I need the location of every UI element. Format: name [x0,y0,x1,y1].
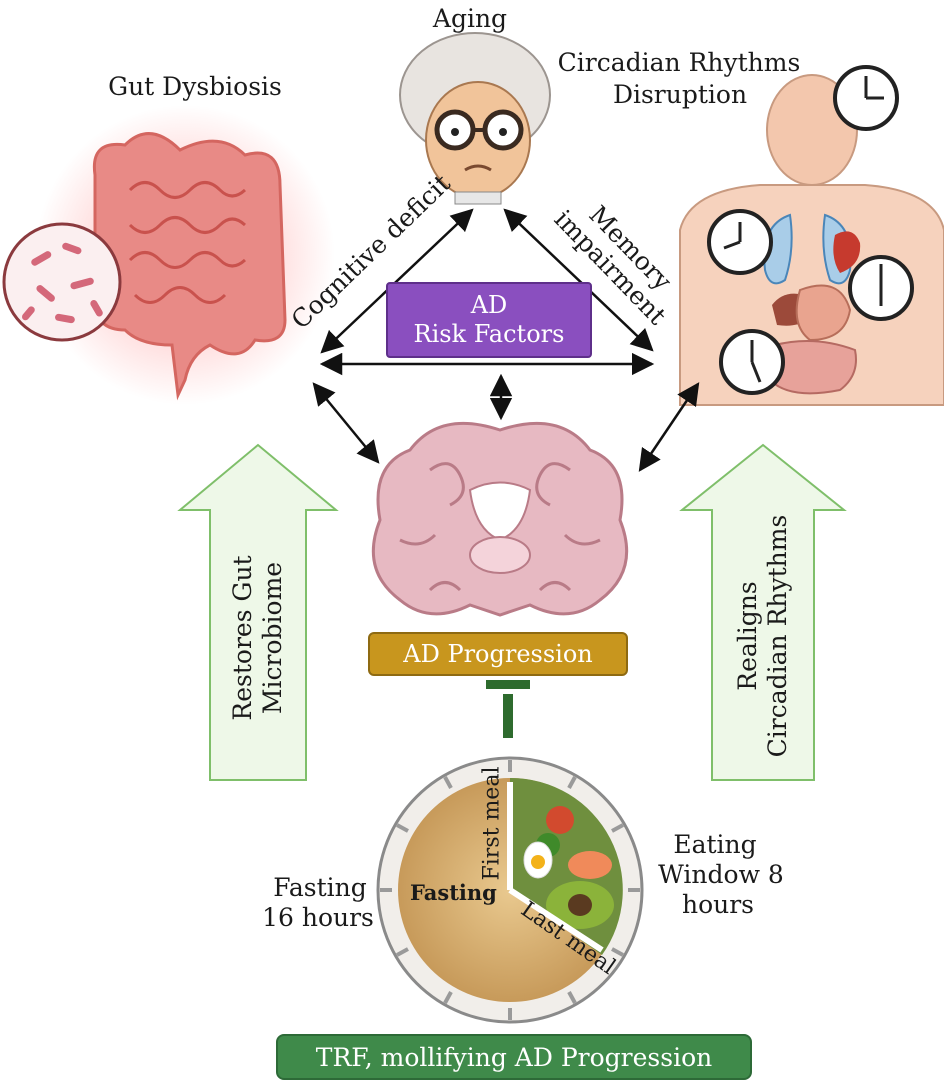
realigns-circadian-text: Realigns Circadian Rhythms [733,511,793,761]
ad-progression-box: AD Progression [368,632,628,676]
risk-box-line1: AD [470,291,508,319]
ad-risk-factors-box: AD Risk Factors [386,282,592,358]
circadian-disruption-label-line2: Disruption [612,80,748,109]
realigns-line1: Realigns [733,581,762,691]
clock-icon [833,65,899,131]
brain-illustration [371,421,629,617]
restores-gut-arrow [177,443,339,781]
risk-triangle-arrows [312,208,700,472]
realigns-circadian-arrow [679,443,847,781]
restores-gut-text: Restores Gut Microbiome [228,543,288,733]
eating-window-line3: hours [681,890,755,919]
circadian-disruption-label-line1: Circadian Rhythms [557,48,801,77]
trf-banner: TRF, mollifying AD Progression [276,1034,752,1080]
aging-label: Aging [432,4,508,33]
fasting-hours-line2: 16 hours [262,903,374,932]
aging-face-illustration [399,32,551,205]
trf-clock [376,756,644,1024]
eating-window-line2: Window 8 [658,860,784,889]
inhibition-symbol [486,680,530,738]
gut-illustration [2,105,335,405]
clock-icon [848,255,914,321]
eating-window-line1: Eating [673,830,757,859]
restores-line1: Restores Gut [228,555,257,721]
fasting-clock-label: Fasting [410,880,497,905]
clock-icon [707,209,773,275]
realigns-line2: Circadian Rhythms [763,514,792,758]
restores-line2: Microbiome [258,561,287,715]
fasting-hours-line1: Fasting [273,873,367,902]
first-meal-label: First meal [479,766,505,881]
risk-box-line2: Risk Factors [413,320,565,348]
gut-dysbiosis-label: Gut Dysbiosis [108,72,282,101]
clock-icon [719,329,785,395]
